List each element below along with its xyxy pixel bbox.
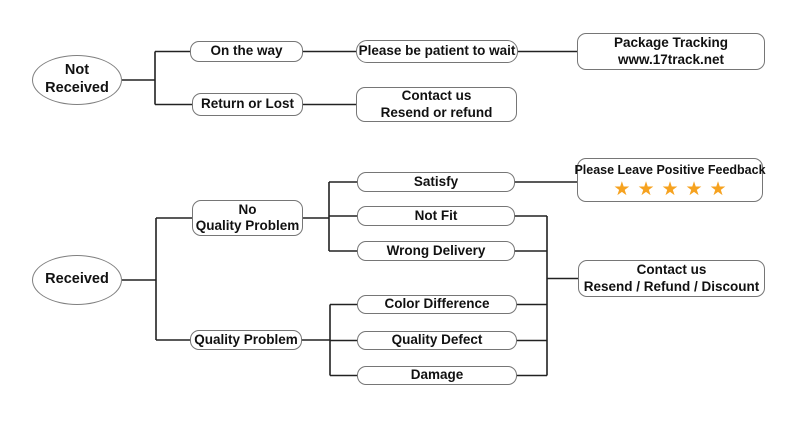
- node-label: On the way: [210, 43, 283, 59]
- node-label: Quality Problem: [194, 331, 298, 347]
- node-label: www.17track.net: [617, 51, 725, 67]
- node-contact-resend-refund-discount: Contact us Resend / Refund / Discount: [578, 260, 765, 297]
- node-label: Quality Problem: [195, 218, 300, 233]
- node-label: Damage: [410, 367, 464, 383]
- node-label: Satisfy: [413, 173, 459, 189]
- node-not-received: Not Received: [32, 55, 122, 105]
- node-label: Color Difference: [384, 296, 490, 312]
- node-wrong-delivery: Wrong Delivery: [357, 241, 515, 261]
- node-quality-defect: Quality Defect: [357, 331, 517, 350]
- node-damage: Damage: [357, 366, 517, 385]
- star-rating-icon: ★★★★★: [613, 178, 734, 200]
- node-label: Please be patient to wait: [358, 43, 516, 59]
- node-received: Received: [32, 255, 122, 305]
- node-satisfy: Satisfy: [357, 172, 515, 192]
- node-quality-problem: Quality Problem: [190, 330, 302, 350]
- node-label: Wrong Delivery: [386, 242, 486, 258]
- node-color-difference: Color Difference: [357, 295, 517, 314]
- node-label: Not: [64, 62, 90, 79]
- node-positive-feedback: Please Leave Positive Feedback ★★★★★: [574, 158, 766, 202]
- node-label: Received: [45, 271, 109, 288]
- node-return-or-lost: Return or Lost: [192, 93, 303, 116]
- node-on-the-way: On the way: [190, 41, 303, 62]
- node-not-fit: Not Fit: [357, 206, 515, 226]
- node-label: Return or Lost: [201, 96, 294, 112]
- node-contact-resend-refund: Contact us Resend or refund: [356, 87, 517, 122]
- node-no-quality-problem: No Quality Problem: [192, 200, 303, 236]
- node-package-tracking: Package Tracking www.17track.net: [577, 33, 765, 70]
- node-label: Received: [45, 80, 109, 96]
- node-be-patient: Please be patient to wait: [356, 40, 518, 63]
- node-label: Contact us: [401, 88, 472, 104]
- node-label: Contact us: [636, 262, 707, 278]
- node-label: Resend / Refund / Discount: [583, 278, 760, 294]
- node-label: Quality Defect: [391, 332, 483, 348]
- node-label: No: [238, 201, 257, 217]
- node-label: Not Fit: [414, 207, 458, 223]
- node-label: Please Leave Positive Feedback: [574, 163, 766, 178]
- node-label: Package Tracking: [613, 35, 729, 51]
- node-label: Resend or refund: [380, 104, 493, 120]
